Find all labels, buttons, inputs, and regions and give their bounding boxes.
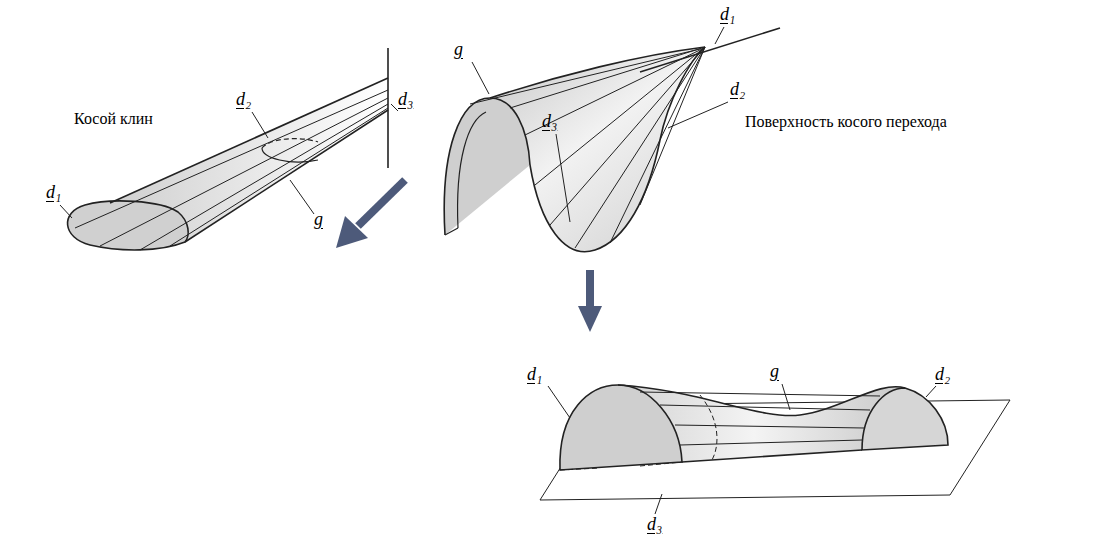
- element-label: g: [768, 362, 781, 382]
- figure-title: Косой клин: [74, 110, 153, 128]
- transition-surface: [540, 384, 1010, 514]
- figure-title: Поверхность косого перехода: [745, 113, 947, 131]
- element-label: d₁: [525, 365, 544, 385]
- element-label: d₃: [396, 90, 415, 110]
- transition-arrow: [336, 180, 602, 332]
- element-label: d₁: [718, 5, 737, 25]
- element-label: d₃: [645, 515, 664, 535]
- element-label: d₂: [728, 80, 747, 100]
- element-label: d₃: [540, 112, 559, 132]
- top-surface: [444, 27, 780, 252]
- element-label: g: [312, 210, 325, 230]
- element-label: d₁: [44, 183, 63, 203]
- element-label: g: [452, 40, 465, 60]
- oblique-wedge: [60, 48, 398, 250]
- element-label: d₂: [234, 90, 253, 110]
- element-label: d₂: [933, 365, 952, 385]
